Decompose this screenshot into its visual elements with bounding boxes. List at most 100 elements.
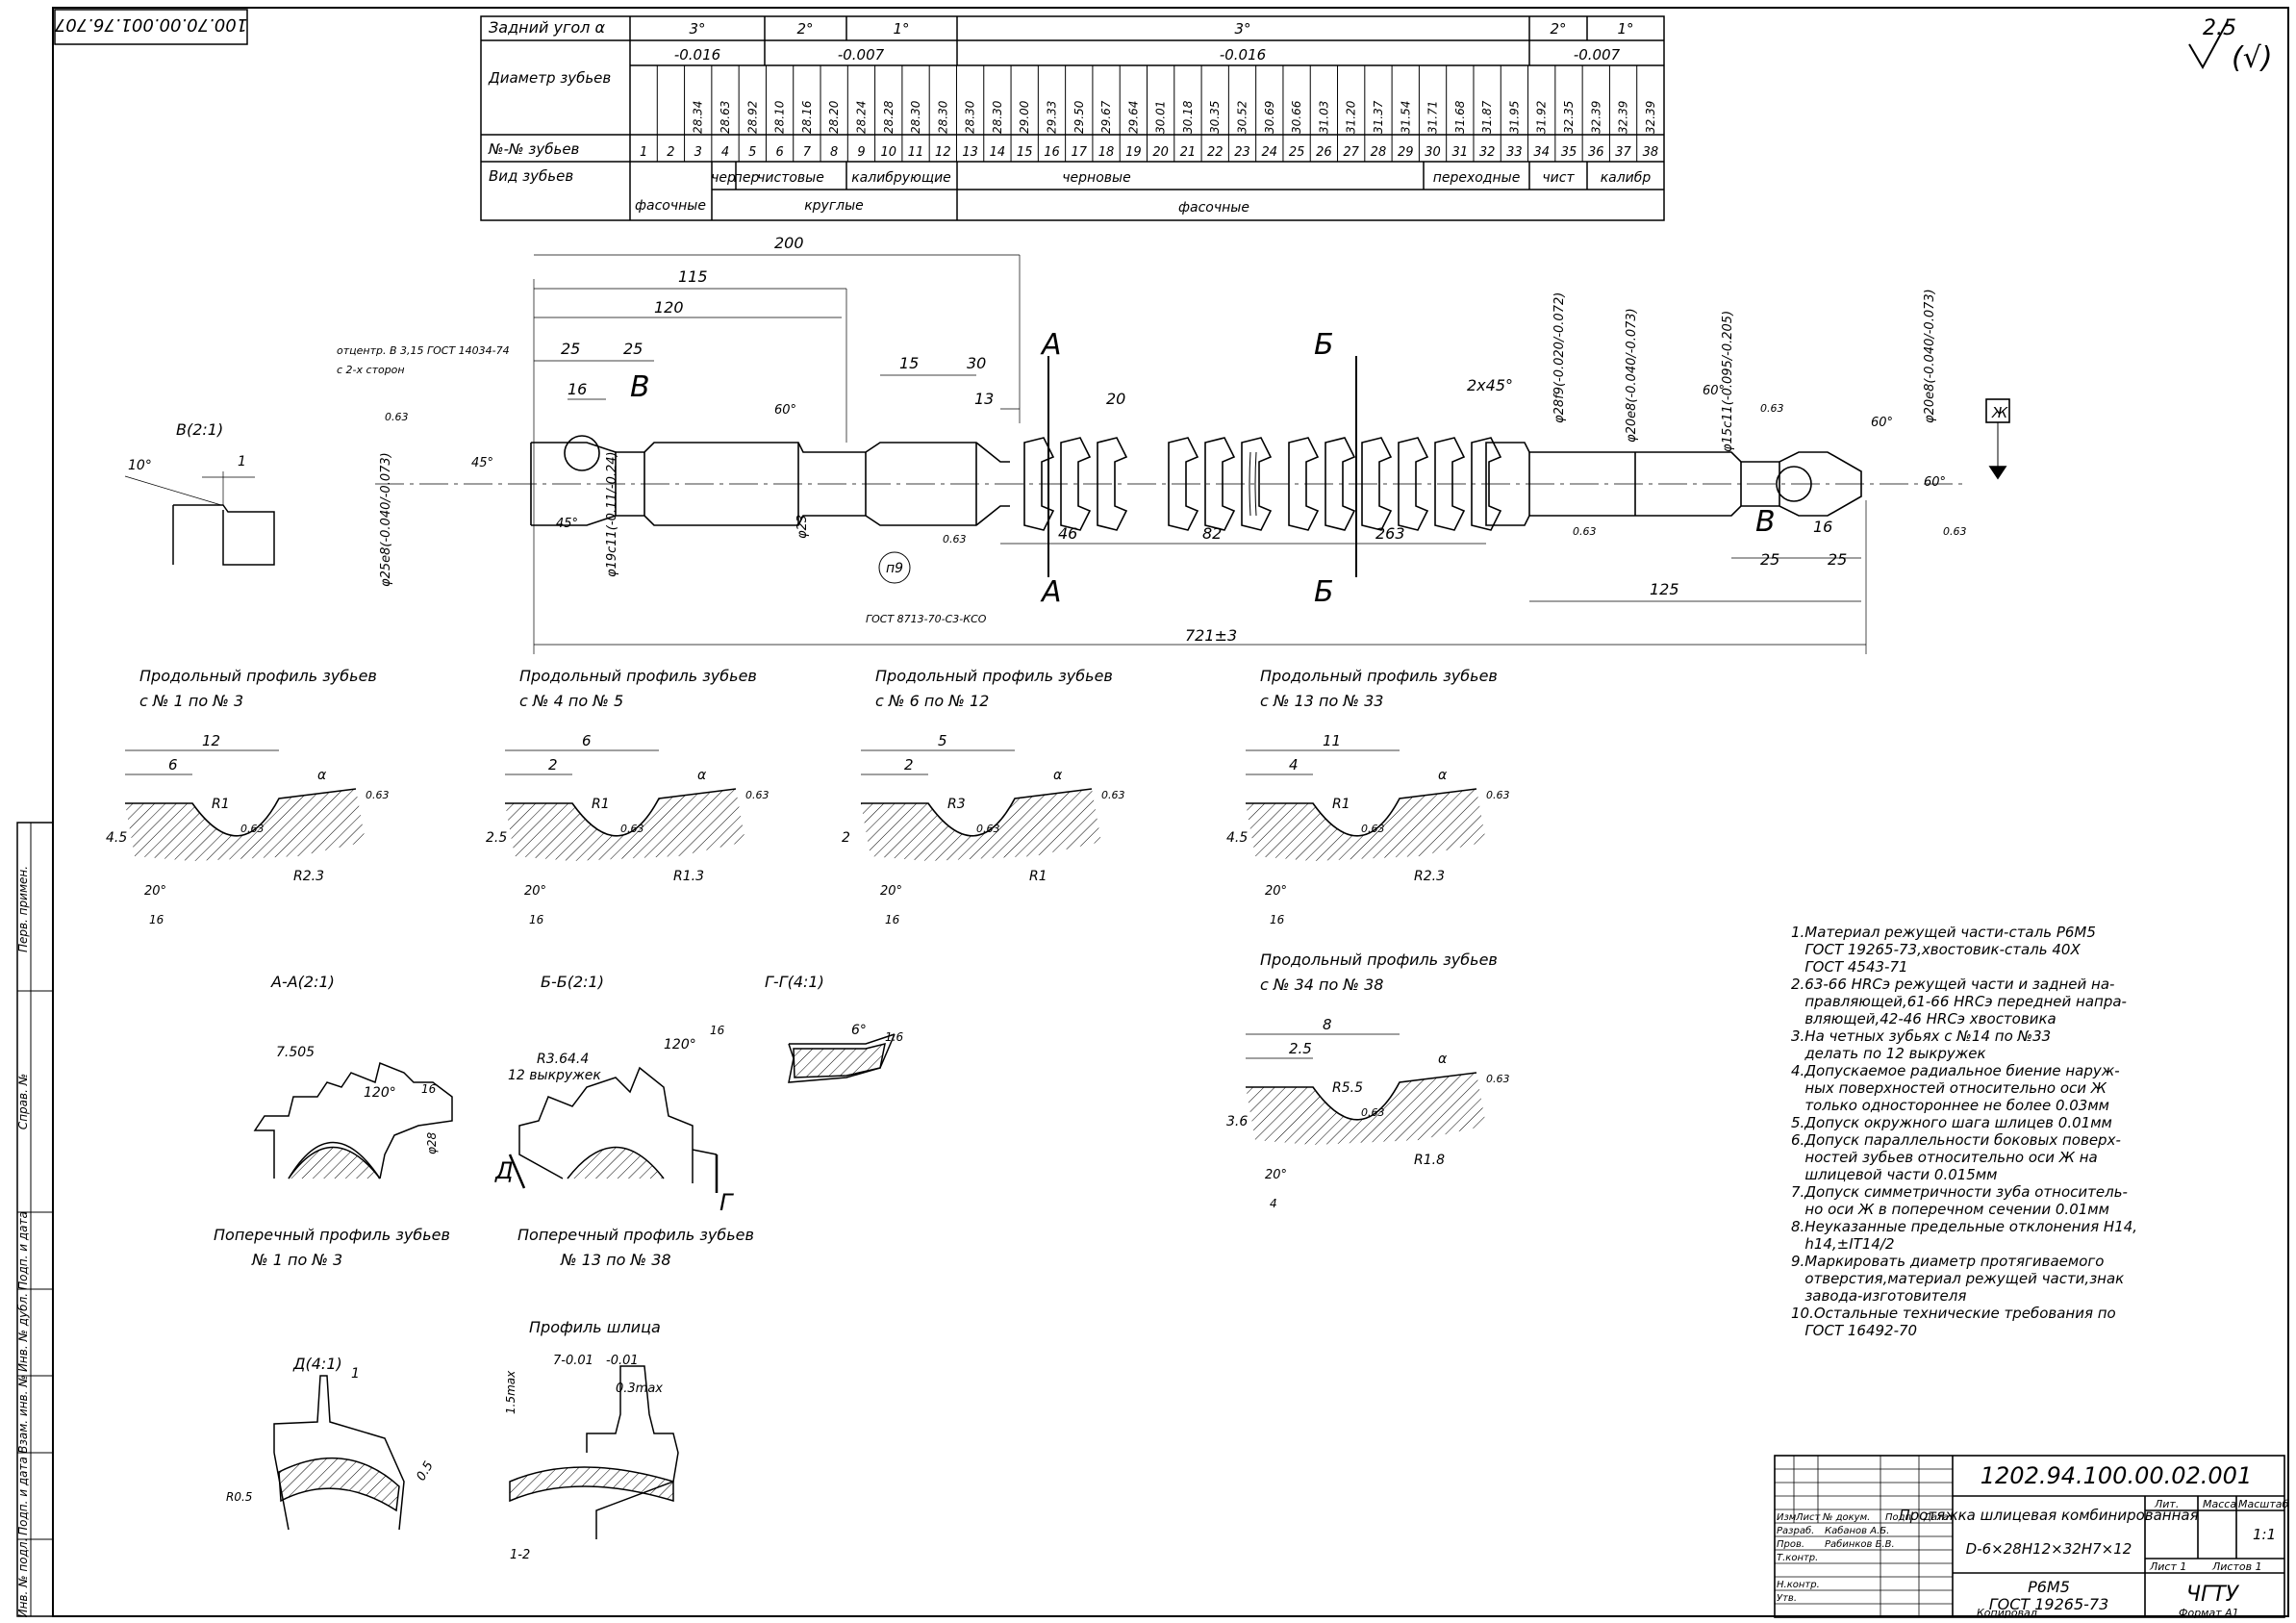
tb-role-2: Т.контр. xyxy=(1777,1553,1818,1563)
section-bb-dim4: 16 xyxy=(710,1024,725,1037)
tooth-number: 4 xyxy=(721,145,729,160)
kind-chist2: чист xyxy=(1542,170,1575,186)
row5-label: Вид зубьев xyxy=(489,167,573,185)
profile-dim: 2 xyxy=(904,756,914,773)
note-line: 1.Материал режущей части-сталь Р6М5 xyxy=(1791,924,2096,941)
tooth-number: 37 xyxy=(1615,145,1631,160)
profile-dim: α xyxy=(697,768,707,783)
profile-dim: 5 xyxy=(938,732,947,749)
tooth-number: 30 xyxy=(1425,145,1441,160)
tooth-number: 13 xyxy=(962,145,978,160)
detail-b-dim: 1 xyxy=(238,454,246,469)
tooth-number: 36 xyxy=(1588,145,1604,160)
spline-dim5: 1-2 xyxy=(510,1548,530,1562)
tooth-diameter: 28.34 xyxy=(692,101,705,134)
tb-role-0: Разраб. xyxy=(1777,1525,1814,1536)
tooth-diameter: 32.39 xyxy=(1589,101,1602,134)
tooth-number: 20 xyxy=(1152,145,1169,160)
profile-dim: 0.63 xyxy=(1486,789,1510,801)
section-bb-dim2: 12 выкружек xyxy=(508,1068,601,1083)
profile-dim: 3.6 xyxy=(1226,1114,1248,1129)
profile-dim: 2 xyxy=(548,756,558,773)
note-line: но оси Ж в поперечном сечении 0.01мм xyxy=(1791,1201,2109,1218)
ra-5: 0.63 xyxy=(1943,525,1967,538)
tb-col-doc: № докум. xyxy=(1822,1512,1870,1523)
cross1-title: Поперечный профиль зубьев xyxy=(214,1226,450,1244)
detail-d-title: Д(4:1) xyxy=(292,1355,342,1373)
tooth-number: 10 xyxy=(880,145,896,160)
dim-13: 13 xyxy=(974,390,994,408)
dim-46: 46 xyxy=(1058,524,1077,543)
profile-dim: 0.63 xyxy=(1361,823,1385,835)
tb-person-1: Рабинков Б.В. xyxy=(1825,1538,1895,1550)
title-block-text: 1202.94.100.00.02.001 Протяжка шлицевая … xyxy=(1777,1462,2288,1619)
tb-spec: D-6×28H12×32H7×12 xyxy=(1966,1540,2132,1558)
section-bb-dim1: R3.64.4 xyxy=(537,1052,589,1067)
profile-dim: R1.3 xyxy=(673,869,704,884)
detail-d-dim1: 1 xyxy=(351,1366,360,1382)
dim-16: 16 xyxy=(568,380,587,398)
profile-dim: R1 xyxy=(212,797,230,812)
profile-dim: 6 xyxy=(168,756,178,773)
tb-name: Протяжка шлицевая комбинированная xyxy=(1899,1507,2198,1524)
tooth-diameter: 31.68 xyxy=(1453,100,1467,134)
angle-a6: 60° xyxy=(1924,475,1946,490)
diam-28f9: φ28f9(-0.020/-0.072) xyxy=(1552,292,1567,423)
tb-person-0: Кабанов А.Б. xyxy=(1825,1525,1889,1536)
spline-dim2: -0.01 xyxy=(606,1354,639,1368)
detail-b xyxy=(124,471,275,566)
profile-dim: α xyxy=(1053,768,1063,783)
ra-4: 0.63 xyxy=(1760,402,1784,415)
section-bb-g: Г xyxy=(719,1189,734,1216)
tooth-number: 6 xyxy=(775,145,783,160)
section-gg xyxy=(788,1033,896,1083)
tb-role-3: Н.контр. xyxy=(1777,1580,1820,1590)
dim-25b: 25 xyxy=(623,340,643,358)
tooth-number: 15 xyxy=(1017,145,1033,160)
tooth-number: 7 xyxy=(803,145,812,160)
tooth-number: 26 xyxy=(1316,145,1332,160)
tol-c: -0.016 xyxy=(1220,46,1266,63)
tooth-number: 1 xyxy=(640,145,647,160)
note-line: 10.Остальные технические требования по xyxy=(1791,1305,2116,1322)
spline-title: Профиль шлица xyxy=(529,1318,661,1336)
note-line: ных поверхностей относительно оси Ж xyxy=(1791,1079,2107,1097)
note-line: завода-изготовителя xyxy=(1791,1287,1967,1305)
kind-kalib: калибрующие xyxy=(851,170,951,186)
note-line: ГОСТ 16492-70 xyxy=(1791,1322,1918,1339)
note-line: 3.На четных зубьях с №14 по №33 xyxy=(1791,1027,2052,1045)
tb-org: ЧГТУ xyxy=(2186,1583,2240,1607)
tooth-diameter: 31.87 xyxy=(1480,100,1494,134)
diam-20e8a: φ20e8(-0.040/-0.073) xyxy=(1625,308,1639,443)
tooth-number: 23 xyxy=(1234,145,1250,160)
angle-a2: 60° xyxy=(774,403,796,418)
tooth-diameter: 30.69 xyxy=(1263,101,1276,134)
tooth-diameter: 30.35 xyxy=(1208,101,1222,134)
datum-zh: Ж xyxy=(1991,404,2008,421)
note-line: отверстия,материал режущей части,знак xyxy=(1791,1270,2125,1287)
tol-a: -0.016 xyxy=(674,46,720,63)
tooth-diameter: 29.33 xyxy=(1045,101,1058,134)
diam-15c11: φ15c11(-0.095/-0.205) xyxy=(1721,311,1735,452)
angle-a1: 45° xyxy=(471,456,493,470)
angle-1deg-b: 1° xyxy=(1617,20,1633,38)
tb-role-1: Пров. xyxy=(1777,1539,1804,1550)
profile-dim: 0.63 xyxy=(240,823,265,835)
drawing-frame xyxy=(52,7,2289,1617)
angle-1deg-a: 1° xyxy=(893,20,909,38)
tooth-number: 2 xyxy=(667,145,674,160)
tb-scale-label: Масштаб xyxy=(2238,1498,2288,1510)
kind-kruglye: круглые xyxy=(804,198,864,214)
note-line: h14,±IT14/2 xyxy=(1791,1235,1895,1253)
tb-sheets: Листов 1 xyxy=(2211,1560,2262,1573)
angle-3deg-b: 3° xyxy=(1234,20,1250,38)
dim-15: 15 xyxy=(899,354,919,372)
dim-16b: 16 xyxy=(1813,518,1832,536)
profile-dim: 0.63 xyxy=(976,823,1000,835)
kind-fasochnye-2: фасочные xyxy=(1178,200,1249,216)
tooth-number: 28 xyxy=(1371,145,1387,160)
spline-dim3: 0.3max xyxy=(616,1382,663,1396)
